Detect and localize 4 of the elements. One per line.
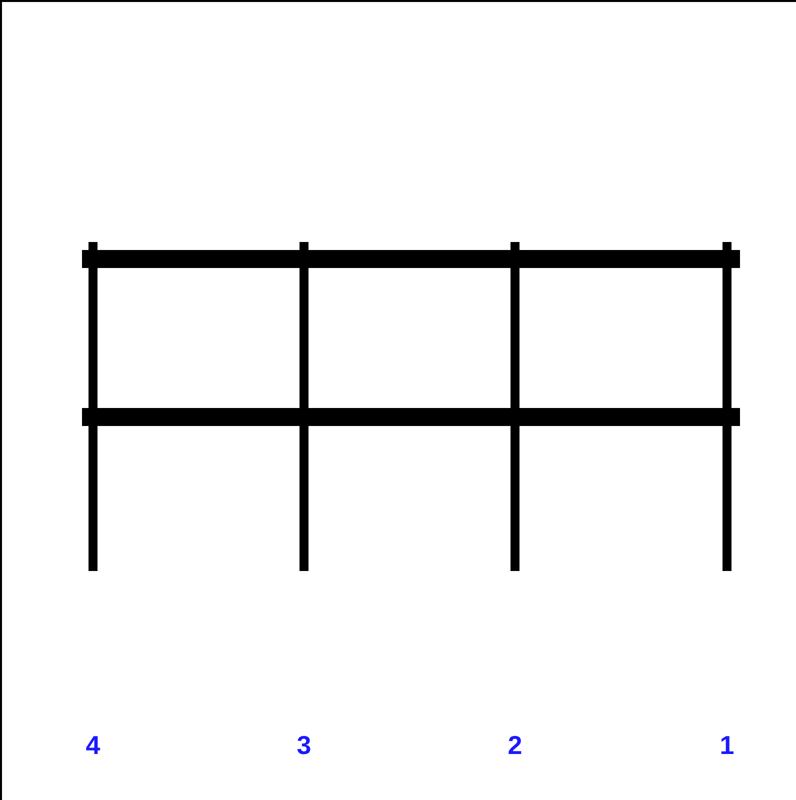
column-number: 4 <box>86 730 100 761</box>
column-number: 1 <box>720 730 734 761</box>
column-number: 3 <box>296 730 312 761</box>
column-number: 2 <box>508 730 522 761</box>
